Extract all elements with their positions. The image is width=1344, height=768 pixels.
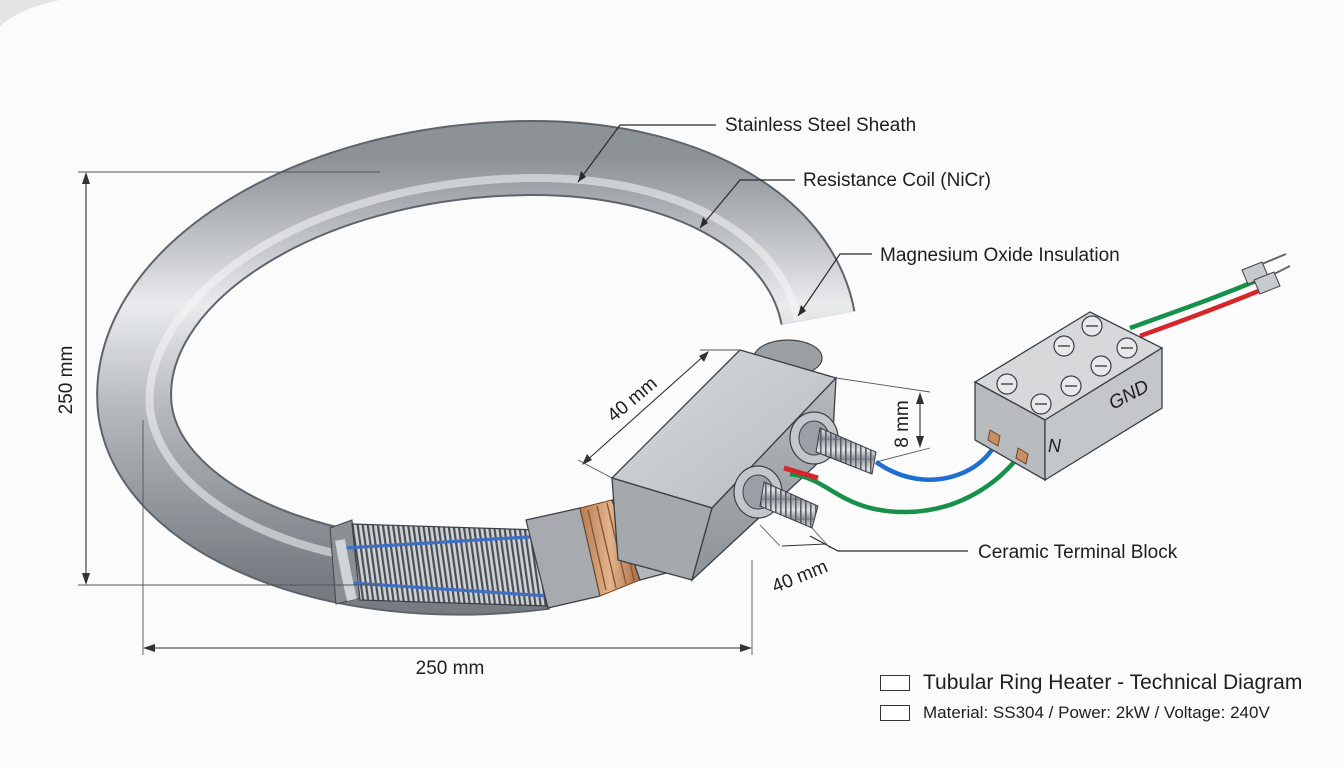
- corner-shade: [0, 0, 60, 26]
- dim-width: 250 mm: [416, 658, 485, 679]
- threaded-stud-upper: [789, 411, 877, 475]
- legend-box-title: [880, 675, 910, 691]
- dim-block-length: 40 mm: [603, 373, 661, 426]
- legend-title-row: Tubular Ring Heater - Technical Diagram: [880, 668, 1330, 698]
- callout-sheath: Stainless Steel Sheath: [725, 115, 916, 136]
- connector-block: GND N: [973, 311, 1164, 482]
- callout-terminal: Ceramic Terminal Block: [978, 542, 1178, 563]
- dim-thread-diameter: 8 mm: [892, 400, 913, 448]
- legend-spec: Material: SS304 / Power: 2kW / Voltage: …: [923, 703, 1270, 722]
- heater-ring: [96, 119, 856, 616]
- neutral-label: N: [1048, 436, 1062, 456]
- threaded-stud-lower: [733, 465, 819, 529]
- legend: Tubular Ring Heater - Technical Diagram …: [880, 668, 1330, 728]
- legend-spec-row: Material: SS304 / Power: 2kW / Voltage: …: [880, 698, 1330, 728]
- dim-thread-length: 40 mm: [769, 556, 831, 597]
- callout-insulation: Magnesium Oxide Insulation: [880, 245, 1120, 266]
- callout-coil: Resistance Coil (NiCr): [803, 170, 991, 191]
- legend-box-spec: [880, 705, 910, 721]
- dimension-lines: [78, 171, 931, 655]
- dim-height: 250 mm: [56, 346, 77, 415]
- callout-leaders: [577, 124, 968, 552]
- legend-title: Tubular Ring Heater - Technical Diagram: [923, 671, 1303, 694]
